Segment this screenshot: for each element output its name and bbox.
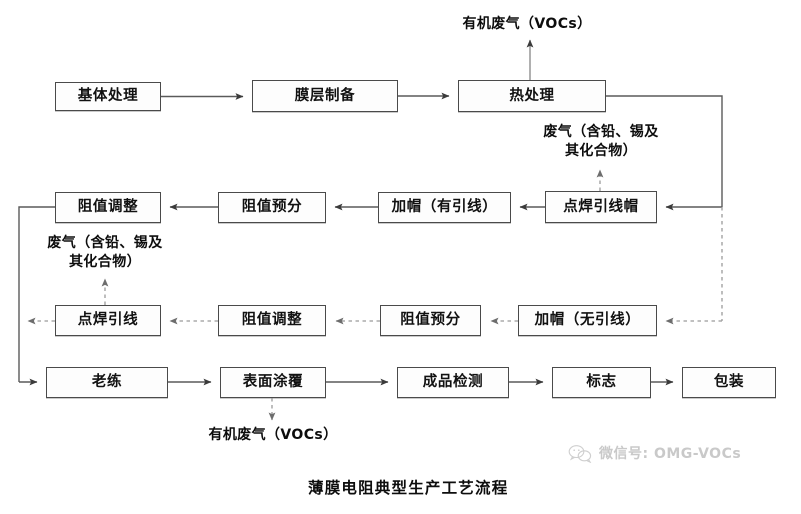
diagram-caption: 薄膜电阻典型生产工艺流程 [308, 479, 509, 497]
emission-label-voc-bottom: 有机废气（VOCs） [208, 427, 338, 443]
node-cap-without-lead[interactable]: 加帽（无引线） [518, 305, 657, 336]
node-resistance-pre-split-1[interactable]: 阻值预分 [218, 192, 326, 223]
node-resistance-adjust-2[interactable]: 阻值调整 [218, 305, 326, 336]
wechat-icon [568, 444, 592, 463]
node-finished-product-inspection[interactable]: 成品检测 [397, 367, 509, 398]
node-packaging[interactable]: 包装 [682, 367, 776, 398]
emission-label-waste-gas-spot-weld: 废气（含铅、锡及 其化合物） [47, 235, 163, 270]
node-heat-treatment[interactable]: 热处理 [458, 80, 606, 112]
watermark: 微信号: OMG-VOCs [568, 443, 741, 463]
node-substrate-treatment[interactable]: 基体处理 [55, 82, 161, 111]
emission-label-waste-gas-heat-treatment: 废气（含铅、锡及 其化合物） [543, 124, 659, 159]
node-spot-weld-lead[interactable]: 点焊引线 [55, 305, 161, 336]
watermark-text: 微信号: OMG-VOCs [599, 446, 742, 462]
node-burn-in[interactable]: 老练 [46, 367, 168, 398]
node-cap-with-lead[interactable]: 加帽（有引线） [378, 192, 511, 223]
node-surface-coating[interactable]: 表面涂覆 [220, 367, 326, 398]
node-film-preparation[interactable]: 膜层制备 [252, 80, 398, 112]
node-resistance-adjust-1[interactable]: 阻值调整 [55, 192, 161, 223]
emission-label-voc-top: 有机废气（VOCs） [462, 16, 592, 32]
node-resistance-pre-split-2[interactable]: 阻值预分 [380, 305, 481, 336]
node-marking[interactable]: 标志 [552, 367, 651, 398]
node-spot-weld-lead-cap[interactable]: 点焊引线帽 [545, 191, 657, 223]
